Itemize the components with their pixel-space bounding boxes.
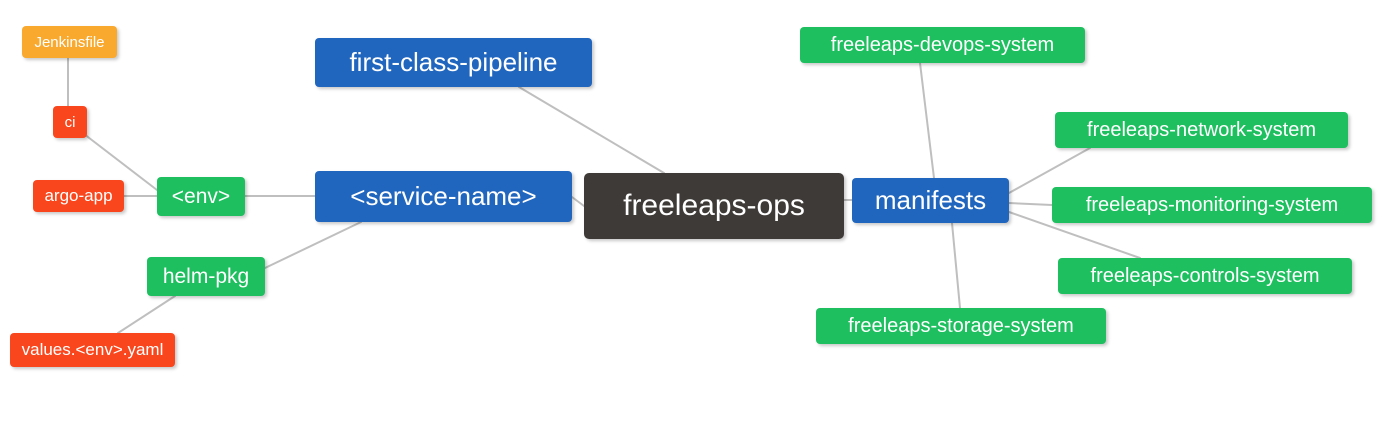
- mindmap-edge-pipeline-root: [518, 86, 665, 174]
- mindmap-node-ci[interactable]: ci: [53, 106, 87, 138]
- mindmap-edge-root-service: [571, 196, 585, 207]
- mindmap-node-helm[interactable]: helm-pkg: [147, 257, 265, 296]
- mindmap-edge-env-ci: [83, 133, 158, 191]
- mindmap-node-devops[interactable]: freeleaps-devops-system: [800, 27, 1085, 63]
- mindmap-edge-manifests-devops: [919, 62, 935, 179]
- mindmap-node-service[interactable]: <service-name>: [315, 171, 572, 222]
- mindmap-edge-manifests-controls: [1008, 211, 1141, 259]
- mindmap-node-jenkins[interactable]: Jenkinsfile: [22, 26, 117, 58]
- mindmap-node-manifests[interactable]: manifests: [852, 178, 1009, 223]
- mindmap-node-controls[interactable]: freeleaps-controls-system: [1058, 258, 1352, 294]
- mindmap-edge-helm-values: [117, 295, 176, 334]
- mindmap-edge-manifests-storage: [951, 222, 961, 309]
- mindmap-node-pipeline[interactable]: first-class-pipeline: [315, 38, 592, 87]
- mindmap-edge-service-helm: [264, 221, 362, 269]
- mindmap-node-storage[interactable]: freeleaps-storage-system: [816, 308, 1106, 344]
- mindmap-node-root[interactable]: freeleaps-ops: [584, 173, 844, 239]
- mindmap-edge-manifests-monitoring: [1008, 202, 1053, 206]
- mindmap-node-network[interactable]: freeleaps-network-system: [1055, 112, 1348, 148]
- mindmap-node-monitoring[interactable]: freeleaps-monitoring-system: [1052, 187, 1372, 223]
- mindmap-node-argo[interactable]: argo-app: [33, 180, 124, 212]
- mindmap-node-env[interactable]: <env>: [157, 177, 245, 216]
- mindmap-edge-manifests-network: [1008, 147, 1091, 194]
- mindmap-node-values[interactable]: values.<env>.yaml: [10, 333, 175, 367]
